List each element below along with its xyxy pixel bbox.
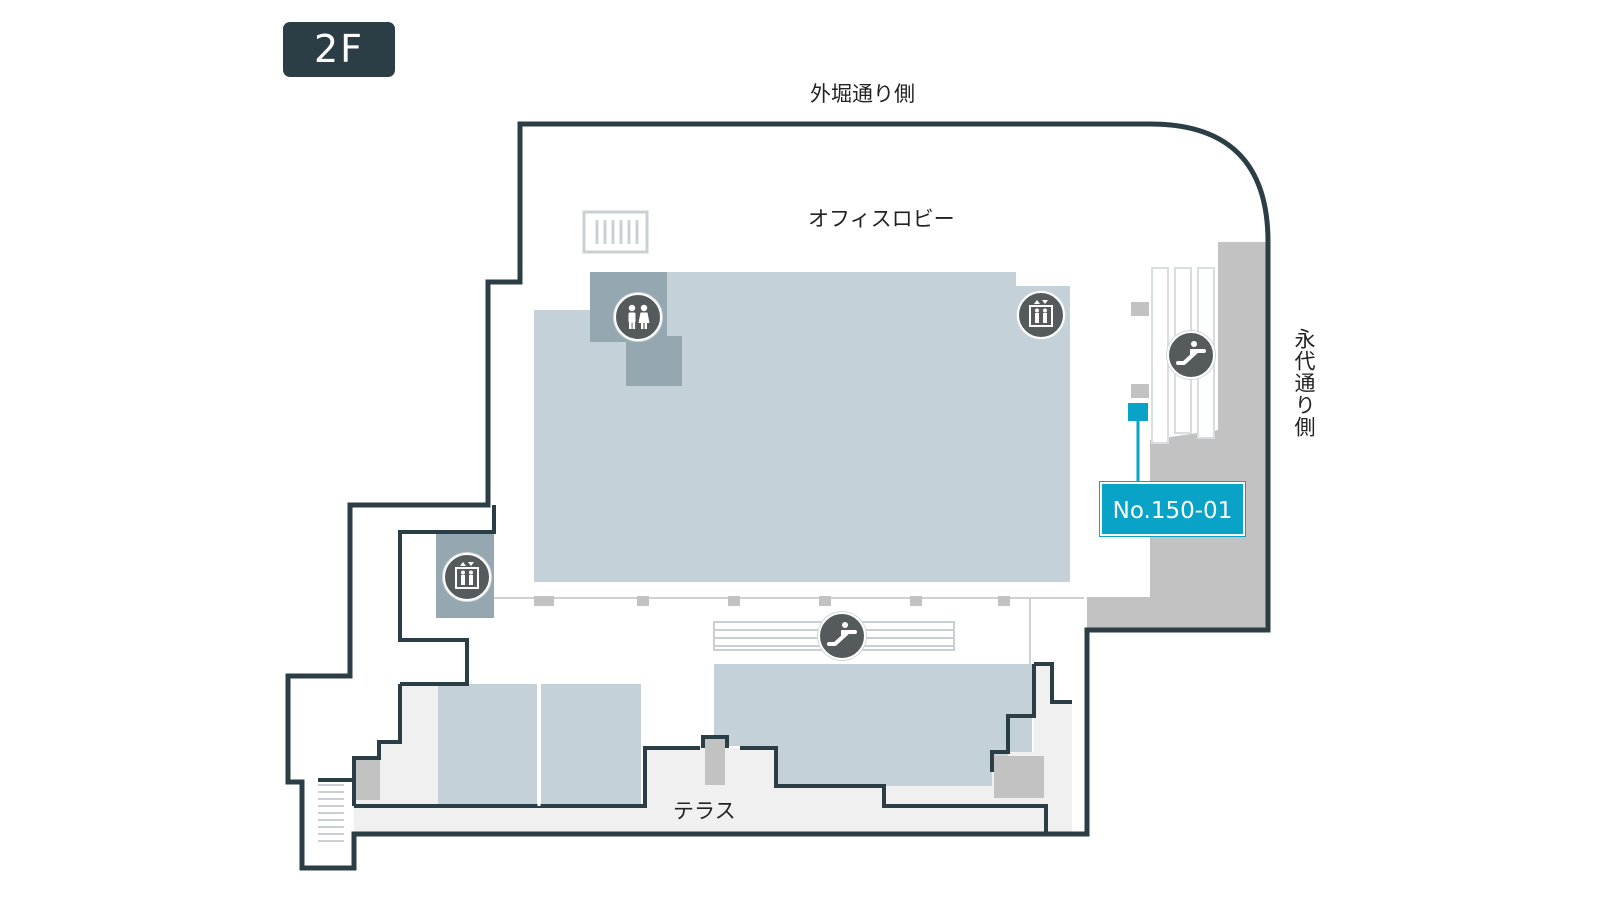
column-east-2	[1131, 384, 1149, 398]
elevator-icon	[443, 553, 491, 601]
terrace-column	[705, 737, 725, 785]
elevator-icon	[1017, 291, 1065, 339]
store-number-tag[interactable]: No.150-01	[1100, 482, 1245, 536]
restroom-icon	[614, 293, 662, 341]
escalator-icon	[818, 612, 866, 660]
lobby-stair	[582, 210, 649, 254]
east-service-box	[994, 756, 1044, 798]
outer-wall	[285, 121, 1271, 871]
terrace-label: テラス	[673, 799, 736, 823]
floor-badge: 2F	[283, 22, 395, 77]
interior-walls	[318, 505, 1072, 832]
escalator-icon	[1167, 331, 1215, 379]
east-shaft	[1034, 664, 1072, 832]
corridor-columns	[534, 596, 1010, 606]
terrace-area	[354, 786, 1070, 832]
southwest-stair	[318, 784, 344, 842]
south-tenant-1	[438, 684, 537, 806]
west-service-box	[356, 760, 380, 800]
south-tenant-3	[714, 664, 1032, 806]
south-tenant-2	[541, 684, 641, 806]
store-locator-marker	[1128, 403, 1148, 421]
east-street-label: 永代通り側	[1292, 328, 1316, 438]
north-street-label: 外堀通り側	[810, 82, 915, 106]
column-east-1	[1131, 302, 1149, 316]
terrace-walkway	[645, 748, 884, 806]
office-lobby-label: オフィスロビー	[808, 207, 955, 231]
